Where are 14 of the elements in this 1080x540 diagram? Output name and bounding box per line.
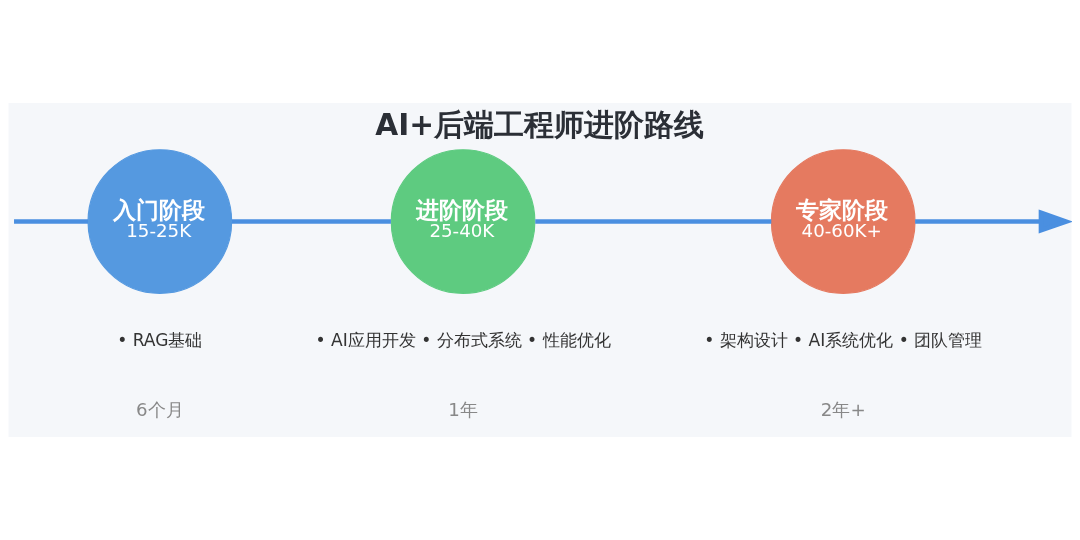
node-circle: 入门阶段 15-25K: [87, 149, 233, 294]
node-label: • RAG基础: [117, 330, 203, 351]
connector: [535, 219, 772, 224]
node-label: • 架构设计 • AI系统优化 • 团队管理: [704, 330, 983, 351]
node-label: 6个月: [136, 399, 184, 421]
connector: [231, 219, 391, 224]
diagram-title: AI+后端工程师进阶路线: [375, 106, 705, 142]
node-label: 1年: [448, 399, 478, 421]
node-label: • AI应用开发 • 分布式系统 • 性能优化: [315, 330, 611, 351]
node-label: 2年+: [820, 399, 866, 421]
node-circle: 进阶阶段 25-40K: [390, 149, 536, 294]
arrow: [915, 209, 1072, 234]
node-circle: 专家阶段 40-60K+: [770, 149, 916, 294]
connector: [14, 219, 88, 224]
